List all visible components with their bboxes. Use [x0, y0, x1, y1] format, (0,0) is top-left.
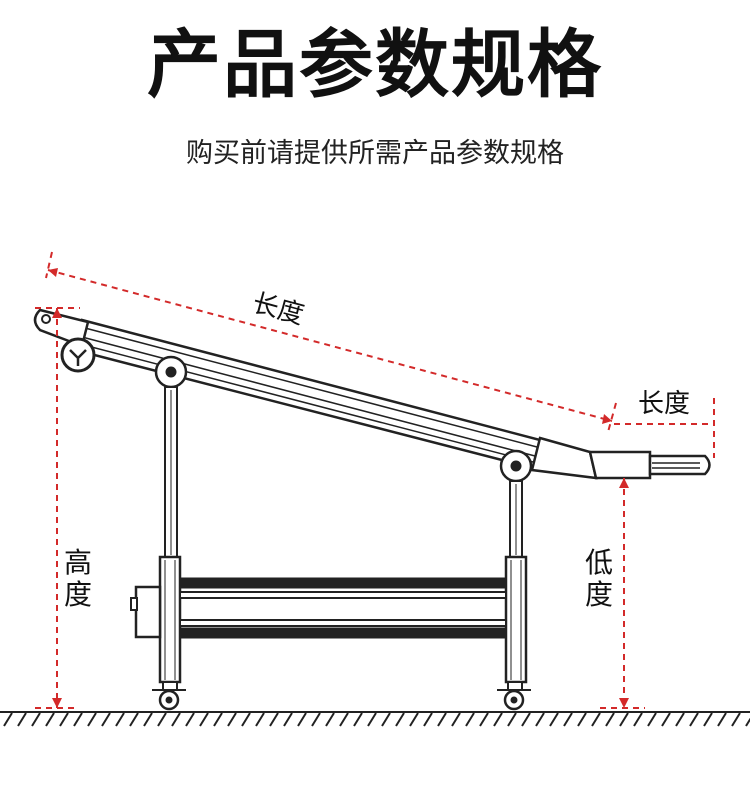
ground-hatch-mark [171, 712, 181, 727]
ground-hatch-mark [381, 712, 391, 727]
ground-hatch-mark [591, 712, 601, 727]
ground-hatch-mark [689, 712, 699, 727]
conveyor-frame [33, 308, 711, 480]
low-label-2: 度 [585, 578, 613, 611]
dimension-arrows [48, 268, 629, 708]
ground-hatch-mark [661, 712, 671, 727]
ground-hatch-mark [493, 712, 503, 727]
page-subtitle: 购买前请提供所需产品参数规格 [186, 138, 564, 169]
ground-hatch-mark [745, 717, 750, 727]
page-title: 产品参数规格 [147, 22, 603, 108]
ground-hatch-mark [703, 712, 713, 727]
ground-hatch-mark [227, 712, 237, 727]
ground-hatch-mark [31, 712, 41, 727]
ground-hatch-mark [199, 712, 209, 727]
ground-hatch-mark [563, 712, 573, 727]
ground-hatch-mark [87, 712, 97, 727]
length-extension-label: 长度 [638, 389, 690, 419]
ground-hatch-mark [115, 712, 125, 727]
left-support-leg [152, 355, 188, 711]
ground-hatch-mark [577, 712, 587, 727]
ground-hatch-mark [423, 712, 433, 727]
ground-hatch-mark [255, 712, 265, 727]
ground-hatch-mark [451, 712, 461, 727]
ground-hatch-mark [367, 712, 377, 727]
ground-hatch-mark [479, 712, 489, 727]
ground-hatch-mark [17, 712, 27, 727]
ground-hatch-mark [185, 712, 195, 727]
ground-hatch-mark [157, 712, 167, 727]
ground-hatch-mark [549, 712, 559, 727]
ground [0, 711, 750, 727]
dimension-lines [35, 251, 715, 709]
ground-hatch-mark [633, 712, 643, 727]
ground-hatch-mark [101, 712, 111, 727]
ground-hatch-mark [521, 712, 531, 727]
ground-hatch-mark [311, 712, 321, 727]
ground-hatch-mark [73, 712, 83, 727]
ground-hatch-mark [717, 712, 727, 727]
ground-hatch-mark [437, 712, 447, 727]
ground-hatch-mark [647, 712, 657, 727]
ground-hatch-mark [283, 712, 293, 727]
ground-hatch-mark [605, 712, 615, 727]
ground-hatch-mark [143, 712, 153, 727]
ground-hatch-mark [731, 712, 741, 727]
ground-hatch-mark [213, 712, 223, 727]
ground-hatch-mark [395, 712, 405, 727]
base-frame [130, 577, 507, 639]
ground-hatch-mark [269, 712, 279, 727]
right-support-leg [497, 449, 533, 711]
ground-hatch-mark [3, 712, 13, 727]
ground-hatch-mark [619, 712, 629, 727]
ground-hatch-mark [339, 712, 349, 727]
ground-hatch-mark [325, 712, 335, 727]
ground-hatch-mark [675, 712, 685, 727]
height-label-1: 高 [64, 546, 92, 579]
ground-hatch-mark [241, 712, 251, 727]
ground-hatch-mark [353, 712, 363, 727]
ground-hatch-mark [129, 712, 139, 727]
ground-hatch-mark [45, 712, 55, 727]
length-main-label: 长度 [249, 288, 307, 330]
low-label-1: 低 [585, 546, 613, 579]
ground-hatch-mark [465, 712, 475, 727]
ground-hatch-mark [297, 712, 307, 727]
height-label-2: 度 [64, 578, 92, 611]
ground-hatch-mark [409, 712, 419, 727]
ground-hatch-mark [59, 712, 69, 727]
ground-hatch-mark [535, 712, 545, 727]
ground-hatch-mark [507, 712, 517, 727]
